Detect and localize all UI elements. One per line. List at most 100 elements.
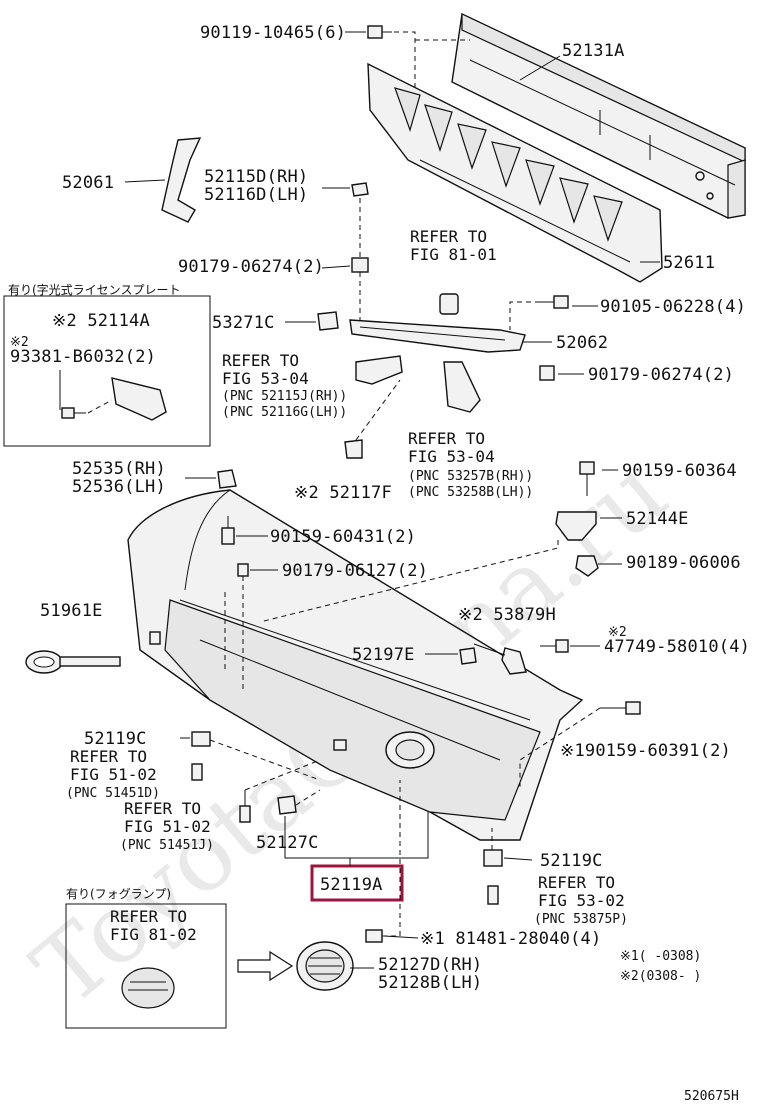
ref-fig8102-line1: REFER TO [110, 907, 187, 926]
highlight-box-52119a [310, 864, 404, 902]
clip-52119c-left-icon [191, 731, 211, 747]
screw-fig5102-upper-icon [191, 763, 203, 781]
bracket-52144e-drawing [555, 511, 597, 541]
ref-fig5102b-line2: FIG 51-02 [124, 817, 211, 836]
screw-fig5302-icon [487, 885, 499, 905]
label-90189: 90189-06006 [626, 553, 741, 573]
bracket-fig5304-left-drawing [355, 355, 403, 385]
label-52197e: 52197E [352, 645, 415, 665]
label-52128b: 52128B(LH) [378, 973, 482, 993]
fog-lamp-drawing [121, 967, 175, 1009]
label-90179-upper: 90179-06274(2) [178, 257, 324, 277]
screw-90159-60391-icon [600, 701, 641, 715]
label-52127c: 52127C [256, 833, 319, 853]
label-52535: 52535(RH) [72, 459, 166, 479]
clip-52197e-icon [459, 647, 477, 665]
ref-fig8101-line1: REFER TO [410, 227, 487, 246]
ref-fig5304b-line1: REFER TO [408, 429, 485, 448]
bumper-reinforcement-drawing [451, 12, 746, 219]
label-52536: 52536(LH) [72, 477, 166, 497]
clip-52535-icon [217, 469, 237, 489]
label-52061: 52061 [62, 173, 114, 193]
label-90159-60364: 90159-60364 [622, 461, 737, 481]
nut-90189-icon [575, 555, 599, 577]
arrow-right-icon [237, 950, 294, 982]
label-90119: 90119-10465(6) [200, 23, 346, 43]
label-52116d: 52116D(LH) [204, 185, 308, 205]
bolt-47749-icon [540, 639, 569, 653]
tow-hook-drawing [25, 650, 121, 674]
ref-fig5102a-line3: (PNC 51451D) [66, 786, 160, 801]
screw-90159-60364-icon [579, 461, 595, 496]
energy-absorber-drawing [367, 62, 663, 283]
ref-fig5302-line2: FIG 53-02 [538, 891, 625, 910]
screw-81481-icon [365, 929, 383, 943]
bracket-52062-drawing [349, 319, 526, 353]
ref-fig5302-line3: (PNC 53875P) [534, 912, 628, 927]
clip-52115d-icon [351, 182, 369, 197]
label-52062: 52062 [556, 333, 608, 353]
label-53271c: 53271C [212, 313, 275, 333]
screw-90159-60431-icon [221, 516, 235, 545]
ref-fig8102-line2: FIG 81-02 [110, 925, 197, 944]
screw-93381-icon [61, 407, 86, 419]
label-51961e: 51961E [40, 601, 103, 621]
ref-fig5302-line1: REFER TO [538, 873, 615, 892]
bolt-90105-icon [540, 295, 569, 309]
ref-fig5304a-line2: FIG 53-04 [222, 369, 309, 388]
label-93381: 93381-B6032(2) [10, 347, 156, 367]
bracket-fig5304-right-drawing [443, 361, 481, 413]
ref-fig5304a-line1: REFER TO [222, 351, 299, 370]
label-90179-06127: 90179-06127(2) [282, 561, 428, 581]
ref-fig5304b-line2: FIG 53-04 [408, 447, 495, 466]
retainer-fig8101-icon [439, 293, 459, 315]
bolt-90119-icon [367, 25, 392, 39]
label-47749: 47749-58010(4) [604, 637, 750, 657]
option-box-fog-lamp [65, 903, 227, 1029]
ref-fig5304b-line3: (PNC 53257B(RH)) [408, 469, 533, 484]
ref-fig5102b-line1: REFER TO [124, 799, 201, 818]
ref-fig5102b-line3: (PNC 51451J) [120, 838, 214, 853]
ref-fig5102a-line2: FIG 51-02 [70, 765, 157, 784]
diagram-id: 520675H [684, 1089, 739, 1104]
ref-fig5102a-line1: REFER TO [70, 747, 147, 766]
label-52114a: ※2 52114A [52, 311, 150, 331]
bracket-52061-drawing [161, 137, 202, 223]
cover-52127c-icon [277, 795, 297, 815]
label-53879h: ※2 53879H [458, 605, 556, 625]
label-90179-right: 90179-06274(2) [588, 365, 734, 385]
clip-52117f-icon [344, 439, 363, 459]
label-90159-60431: 90159-60431(2) [270, 527, 416, 547]
label-52119c-right: 52119C [540, 851, 603, 871]
option-box-fog-title: 有り(フォグランプ) [66, 887, 171, 901]
label-93381-mark: ※2 [10, 335, 29, 350]
label-52131a: 52131A [562, 41, 625, 61]
label-47749-mark: ※2 [608, 625, 627, 640]
ref-fig8101-line2: FIG 81-01 [410, 245, 497, 264]
bumper-cover-drawing [127, 489, 584, 841]
clip-90179-06127-icon [237, 563, 249, 577]
ref-fig5304a-line4: (PNC 52116G(LH)) [222, 405, 347, 420]
label-52144e: 52144E [626, 509, 689, 529]
option-box-license-plate [3, 295, 211, 447]
label-52127d: 52127D(RH) [378, 955, 482, 975]
nut-90179-right-icon [539, 365, 555, 381]
option-box-license-title: 有り(字光式ライセンスプレート [8, 282, 180, 297]
ref-fig5304a-line3: (PNC 52115J(RH)) [222, 389, 347, 404]
label-52115d: 52115D(RH) [204, 167, 308, 187]
label-52117f: ※2 52117F [294, 483, 392, 503]
fog-lamp-cover-drawing [296, 941, 354, 991]
screw-fig5102-lower-icon [239, 790, 251, 823]
cover-53879h-icon [501, 647, 527, 675]
nut-90179-upper-icon [351, 257, 369, 273]
note-2: ※2(0308- ) [620, 969, 701, 984]
label-52119c-left: 52119C [84, 729, 147, 749]
label-52119a: 52119A [320, 875, 383, 895]
label-90159-60391: ※190159-60391(2) [560, 741, 731, 761]
license-plate-lamp-drawing [111, 377, 167, 421]
ref-fig5304b-line4: (PNC 53258B(LH)) [408, 485, 533, 500]
label-81481: ※1 81481-28040(4) [420, 929, 601, 949]
clip-52119c-right-icon [483, 849, 503, 867]
clip-53271c-icon [317, 311, 339, 331]
